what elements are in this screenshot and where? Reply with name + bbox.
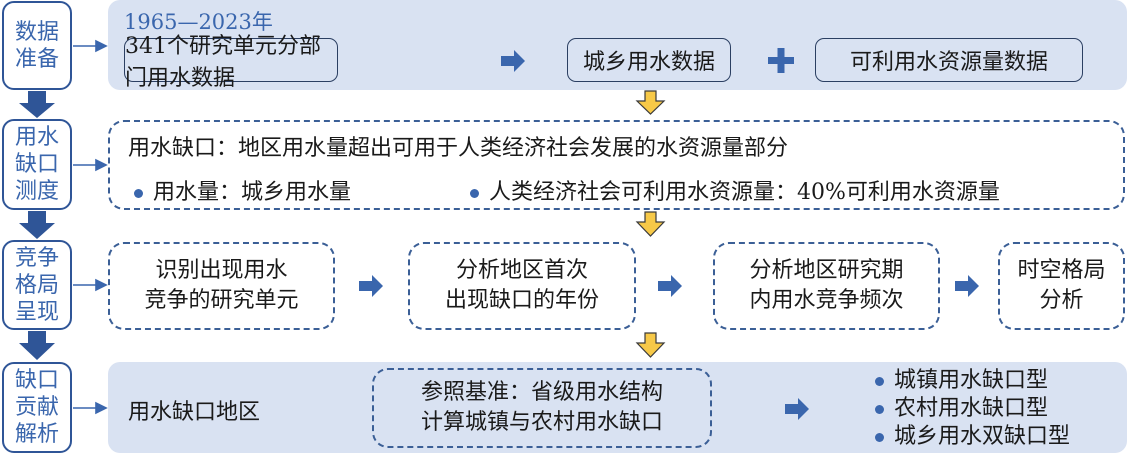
bullet-text: 人类经济社会可利用水资源量：40%可利用水资源量 bbox=[489, 180, 1000, 205]
gap-type-text: 农村用水缺口型 bbox=[894, 396, 1049, 421]
right-block-arrow-icon bbox=[359, 50, 979, 420]
stage-competition-pattern: 竞争格局呈现 bbox=[2, 240, 72, 330]
reference-basis-box: 参照基准：省级用水结构计算城镇与农村用水缺口 bbox=[372, 368, 712, 448]
urban-rural-data-box: 城乡用水数据 bbox=[567, 38, 731, 82]
spatiotemporal-pattern-box: 时空格局分析 bbox=[998, 242, 1125, 330]
unit-sector-data-box: 341个研究单元分部门用水数据 bbox=[124, 34, 338, 91]
bullet-water-use: 用水量：城乡用水量 bbox=[134, 174, 351, 206]
stage-label: 缺口贡献解析 bbox=[14, 368, 59, 447]
stage-gap-contribution: 缺口贡献解析 bbox=[2, 362, 72, 453]
box-line: 分析地区研究期 bbox=[749, 258, 904, 283]
gap-type-text: 城乡用水双缺口型 bbox=[894, 424, 1071, 449]
bullet-icon bbox=[875, 376, 884, 386]
competition-frequency-box: 分析地区研究期内用水竞争频次 bbox=[713, 242, 940, 330]
gap-type-item: 城乡用水双缺口型 bbox=[875, 423, 1070, 451]
box-text: 341个研究单元分部门用水数据 bbox=[125, 34, 321, 91]
box-line: 时空格局 bbox=[1017, 258, 1106, 283]
bullet-icon bbox=[134, 188, 143, 198]
gap-regions-label: 用水缺口地区 bbox=[128, 400, 261, 425]
gap-contribution-panel bbox=[108, 362, 1127, 453]
first-gap-year-box: 分析地区首次出现缺口的年份 bbox=[408, 242, 636, 330]
bullet-icon bbox=[470, 188, 479, 198]
gap-measurement-panel bbox=[108, 120, 1125, 210]
gap-type-item: 农村用水缺口型 bbox=[875, 395, 1070, 423]
box-line: 内用水竞争频次 bbox=[749, 288, 904, 313]
gap-type-item: 城镇用水缺口型 bbox=[875, 367, 1070, 395]
bullet-icon bbox=[875, 404, 884, 414]
box-line: 竞争的研究单元 bbox=[144, 288, 299, 313]
down-arrow-icon bbox=[19, 91, 55, 360]
stage-label: 竞争格局呈现 bbox=[14, 245, 59, 325]
box-line: 分析 bbox=[1039, 288, 1084, 313]
yellow-down-arrow-icon bbox=[635, 90, 666, 358]
stage-label: 用水缺口测度 bbox=[14, 125, 59, 204]
stage-label: 数据准备 bbox=[14, 19, 59, 72]
available-water-data-box: 可利用水资源量数据 bbox=[815, 38, 1083, 82]
box-line: 出现缺口的年份 bbox=[444, 288, 599, 313]
box-line: 分析地区首次 bbox=[455, 258, 588, 283]
right-thin-arrow-icon bbox=[73, 39, 108, 415]
bullet-text: 用水量：城乡用水量 bbox=[153, 180, 352, 205]
box-line: 识别出现用水 bbox=[155, 258, 288, 283]
identify-units-box: 识别出现用水竞争的研究单元 bbox=[108, 242, 335, 330]
gap-type-list: 城镇用水缺口型 农村用水缺口型 城乡用水双缺口型 bbox=[875, 367, 1070, 451]
plus-icon bbox=[768, 48, 794, 73]
stage-data-preparation: 数据准备 bbox=[2, 1, 72, 90]
period-label: 1965—2023年 bbox=[124, 10, 273, 34]
stage-gap-measurement: 用水缺口测度 bbox=[2, 119, 72, 210]
bullet-available-water: 人类经济社会可利用水资源量：40%可利用水资源量 bbox=[470, 174, 1000, 206]
gap-type-text: 城镇用水缺口型 bbox=[894, 368, 1049, 393]
box-text: 可利用水资源量数据 bbox=[849, 50, 1048, 75]
gap-definition: 用水缺口：地区用水量超出可用于人类经济社会发展的水资源量部分 bbox=[128, 136, 789, 161]
bullet-icon bbox=[875, 432, 884, 442]
box-line: 参照基准：省级用水结构 bbox=[420, 380, 663, 405]
box-text: 城乡用水数据 bbox=[582, 50, 715, 75]
box-line: 计算城镇与农村用水缺口 bbox=[420, 410, 663, 435]
